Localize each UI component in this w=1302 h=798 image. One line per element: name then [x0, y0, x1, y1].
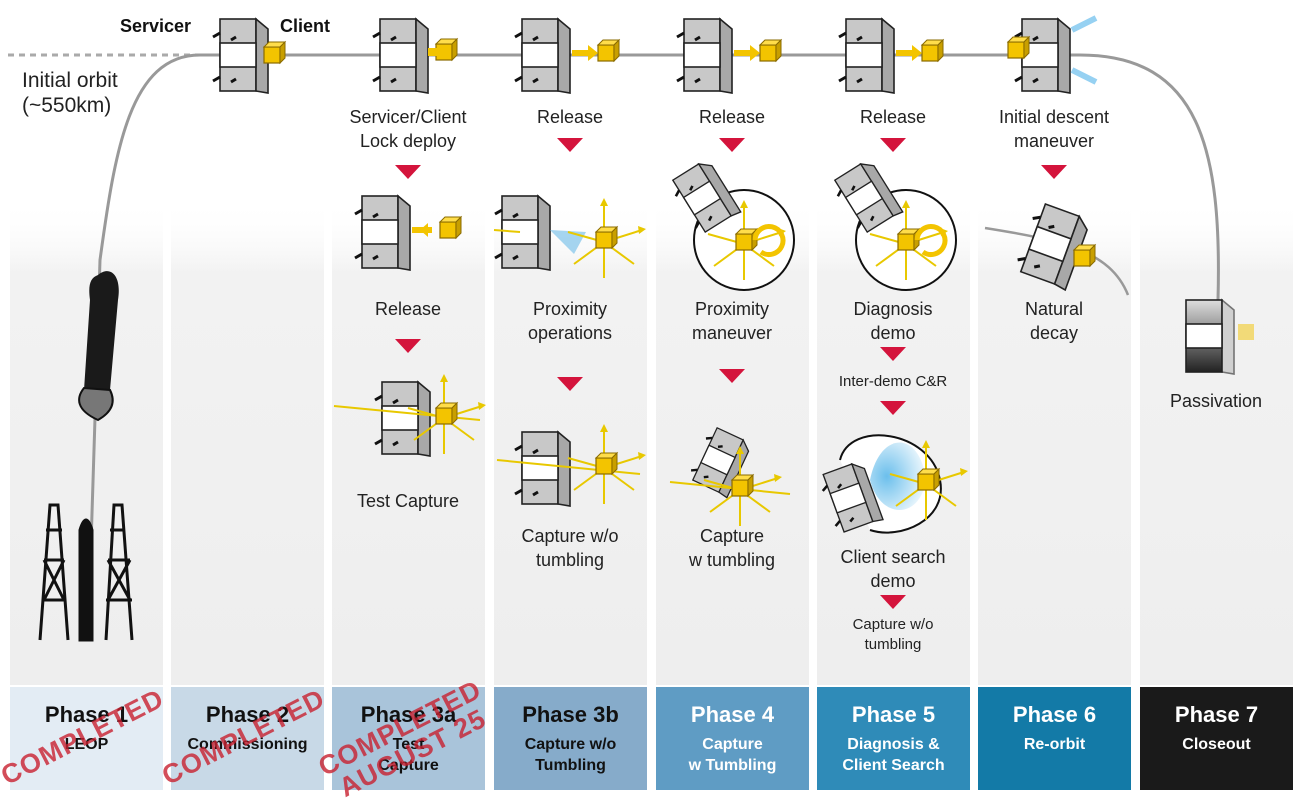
phase-title: Phase 6 — [1013, 702, 1096, 727]
phase-column-bg — [171, 200, 324, 685]
phase-title: Phase 7 — [1175, 702, 1258, 727]
step-arrow — [395, 165, 421, 179]
phase-subtitle: Capture — [378, 757, 439, 774]
phase-subtitle: Client Search — [842, 757, 944, 774]
satellite-icon — [211, 17, 270, 95]
step-arrow — [880, 138, 906, 152]
step-label: Release — [375, 299, 441, 319]
phase-columns — [10, 200, 1293, 685]
step-arrow — [1041, 165, 1067, 179]
phase-subtitle: Diagnosis & — [847, 736, 940, 753]
phase-title: Phase 3a — [361, 702, 457, 727]
client-cube-icon — [435, 402, 458, 425]
satellite-icon — [513, 17, 572, 95]
client-cube-icon — [263, 41, 286, 64]
phase-footer-bg — [10, 687, 163, 790]
phase-title: Phase 4 — [691, 702, 775, 727]
step-label: Inter-demo C&R — [839, 373, 948, 390]
step-label: Release — [699, 107, 765, 127]
step-label: Release — [860, 107, 926, 127]
client-cube-icon — [921, 39, 944, 62]
phase-title: Phase 1 — [45, 702, 128, 727]
phase-subtitle: w Tumbling — [688, 757, 777, 774]
client-cube-icon — [1007, 36, 1030, 59]
phase-title: Phase 3b — [522, 702, 619, 727]
client-cube-icon — [595, 226, 618, 249]
phase-column-bg — [1140, 200, 1293, 685]
client-cube-icon — [1073, 244, 1096, 267]
satellite-icon — [353, 194, 412, 272]
client-cube-icon — [595, 452, 618, 475]
client-cube-icon — [597, 39, 620, 62]
client-cube-icon — [917, 468, 940, 491]
phase-subtitle: Capture w/o — [525, 736, 617, 753]
phase-subtitle: Tumbling — [535, 757, 606, 774]
phase-title: Phase 2 — [206, 702, 289, 727]
phase-subtitle: Commissioning — [187, 736, 307, 753]
satellite-icon — [513, 430, 572, 508]
orbit-label-line2: (~550km) — [22, 94, 111, 117]
satellite-icon — [373, 380, 432, 458]
phase-subtitle: LEOP — [65, 736, 109, 753]
phase-footer-bg — [656, 687, 809, 790]
client-label: Client — [280, 16, 330, 36]
client-cube-icon — [435, 38, 458, 61]
step-arrow — [719, 138, 745, 152]
orbit-label-line1: Initial orbit — [22, 69, 118, 92]
phase-footer-bg — [978, 687, 1131, 790]
phase-title: Phase 5 — [852, 702, 935, 727]
step-arrow — [557, 138, 583, 152]
phase-footer-bg — [817, 687, 970, 790]
step-label: Release — [537, 107, 603, 127]
phase-subtitle: Capture — [702, 736, 763, 753]
phase-footer-bg — [332, 687, 485, 790]
step-label: Test Capture — [357, 491, 459, 511]
phase-subtitle: Closeout — [1182, 736, 1251, 753]
satellite-icon — [371, 17, 430, 95]
satellite-icon — [675, 17, 734, 95]
satellite-icon — [837, 17, 896, 95]
launch-pad-icon — [38, 503, 134, 642]
phase-footer-bg — [494, 687, 647, 790]
client-cube-icon — [759, 39, 782, 62]
phase-subtitle: Re-orbit — [1024, 736, 1086, 753]
passivated-satellite-icon — [1185, 298, 1254, 375]
satellite-icon — [493, 194, 552, 272]
rocket-icon — [78, 271, 119, 422]
phase-subtitle: Test — [393, 736, 425, 753]
step-label: Passivation — [1170, 391, 1262, 411]
servicer-label: Servicer — [120, 16, 191, 36]
phase-footer-bg — [1140, 687, 1293, 790]
client-cube-icon — [439, 216, 462, 239]
client-cube-icon — [731, 474, 754, 497]
phase-footer-bg — [171, 687, 324, 790]
